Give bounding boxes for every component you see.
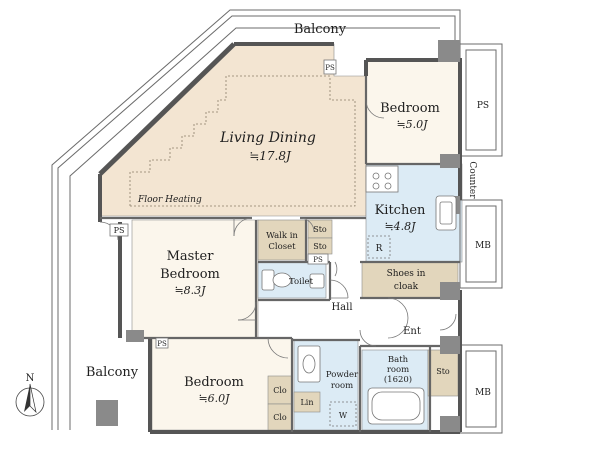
bath-fixture [367,387,425,425]
entrance-label: Ent [403,326,421,337]
kitchen-size: ≒4.8J [384,220,416,233]
mb-bottom-label: MB [475,388,491,398]
bath-room-label-3: (1620) [384,374,412,385]
powder-room-label-2: room [331,381,353,391]
north-arrow-icon: N [15,373,45,417]
bedroom-south-label: Bedroom [184,375,244,390]
bedroom-north-label: Bedroom [380,101,440,116]
bath-room-label-2: room [387,365,409,375]
balcony-outline [51,9,503,434]
counter-label: Counter [467,161,477,199]
balcony-top-label: Balcony [294,22,347,37]
mb-top-label: MB [475,241,491,251]
closet-b [267,403,293,431]
toilet-fixture [261,269,325,291]
ps-top-label: PS [325,64,335,72]
floor-heating-label: Floor Heating [137,195,202,205]
shoes-cloak-label-1: Shoes in [387,269,426,279]
kitchen-counter [365,165,457,259]
storage-c-label: Sto [436,367,450,376]
door-swings [99,99,457,359]
storage-c [427,349,459,397]
closet-b-label: Clo [273,413,287,422]
walk-in-closet-label-1: Walk in [266,231,298,241]
floor-heating-zone [129,75,356,207]
walk-in-closet [257,219,307,261]
bedroom-south-size: ≒6.0J [198,392,230,405]
refrigerator-label: R [376,244,383,254]
living-dining-size: ≒17.8J [249,149,292,163]
bedroom-north-size: ≒5.0J [396,118,428,131]
ps-bottom-label: PS [157,340,167,348]
hall-label: Hall [331,302,352,313]
powder-room-label-1: Powder [326,370,359,380]
linen-label: Lin [300,398,313,407]
walk-in-closet-label-2: Closet [268,242,296,252]
closet-a-label: Clo [273,386,287,395]
balcony-left-label: Balcony [86,365,139,380]
powder-fixture [297,345,357,427]
ps-mid-label: PS [313,256,323,264]
toilet-label: Toilet [289,277,314,287]
shoes-cloak-label-2: cloak [394,282,419,292]
ps-left-label: PS [114,226,125,235]
storage-b-label: Sto [313,242,327,251]
washer-label: W [339,411,348,420]
linen-closet [293,391,321,413]
master-bedroom-label-2: Bedroom [160,267,220,282]
living-dining-label: Living Dining [219,130,316,146]
storage-a-label: Sto [313,225,327,234]
north-label: N [26,373,35,384]
bath-room-label-1: Bath [388,355,409,365]
kitchen-label: Kitchen [375,203,426,218]
ps-boxes [109,59,337,349]
ps-right-label: PS [477,101,489,111]
walls [98,42,462,434]
master-bedroom-size: ≒8.3J [174,284,206,297]
master-bedroom-label-1: Master [167,249,215,264]
bedroom-north [365,59,461,165]
